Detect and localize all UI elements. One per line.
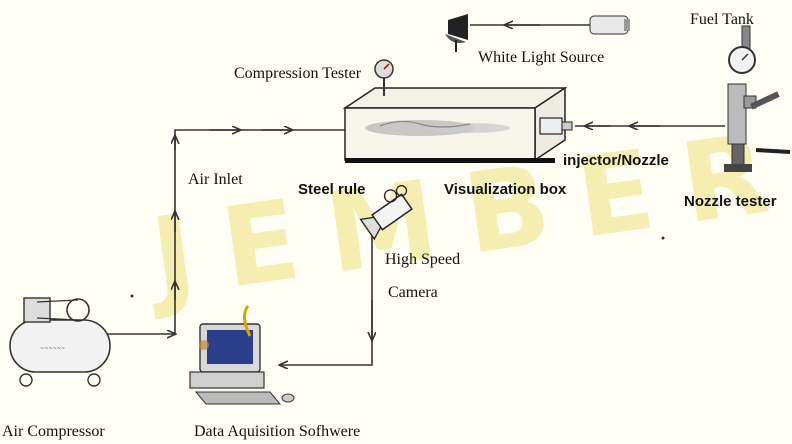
label-visualization-box: Visualization box [444, 181, 567, 198]
label-air-compressor: Air Compressor [2, 423, 105, 440]
stray-dot [661, 236, 665, 240]
label-nozzle-tester: Nozzle tester [684, 193, 777, 210]
label-air-inlet: Air Inlet [188, 171, 243, 188]
data-acquisition-computer [189, 305, 295, 405]
fuel-spray [365, 120, 510, 136]
air-flow-lines [108, 130, 345, 334]
label-steel-rule: Steel rule [298, 181, 366, 198]
label-data-acquisition-software: Data Aquisition Sofhwere [194, 423, 361, 440]
label-compression-tester: Compression Tester [234, 65, 362, 82]
high-speed-camera [359, 185, 413, 241]
white-light-source [445, 14, 630, 52]
camera-signal-line [280, 232, 372, 365]
label-white-light-source: White Light Source [478, 49, 605, 66]
air-supply-line [174, 129, 345, 334]
steel-rule [345, 158, 555, 163]
visualization-box [342, 86, 568, 162]
label-high-speed: High Speed [385, 251, 461, 268]
stray-dot [130, 294, 134, 298]
label-injector-nozzle: injector/Nozzle [563, 152, 669, 169]
label-fuel-tank: Fuel Tank [690, 11, 754, 28]
injector-nozzle [539, 117, 573, 135]
svg-text:~~~~~~: ~~~~~~ [40, 346, 65, 352]
label-camera: Camera [388, 284, 438, 301]
air-compressor: ~~~~~~ [9, 297, 111, 387]
compression-tester [374, 59, 394, 96]
nozzle-tester [724, 25, 791, 172]
